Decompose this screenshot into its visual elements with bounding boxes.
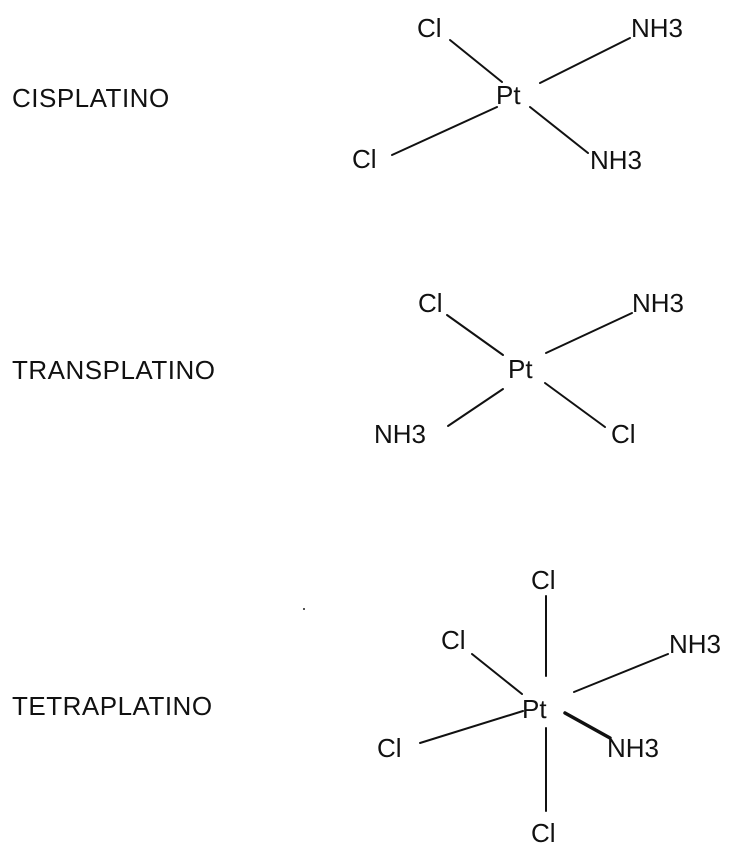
bond-pt-nh3-upper-right — [573, 653, 669, 693]
bond-pt-cl-lower — [391, 106, 498, 156]
atom-nh3-upper: NH3 — [631, 13, 683, 43]
atom-nh3-upper-right: NH3 — [669, 629, 721, 659]
atom-cl-upper-left: Cl — [441, 625, 466, 655]
atom-nh3-lower: NH3 — [590, 145, 642, 175]
atom-cl-top: Cl — [531, 565, 556, 595]
compound-name-transplatino: TRANSPLATINO — [12, 355, 215, 385]
bond-pt-nh3-upper — [539, 37, 631, 84]
atom-cl-upper: Cl — [418, 288, 443, 318]
scan-speck — [303, 608, 305, 610]
bond-pt-nh3-upper — [545, 312, 633, 354]
bond-pt-nh3-lower — [529, 106, 589, 154]
bond-pt-cl-lower-left — [419, 710, 524, 744]
atom-cl-lower-left: Cl — [377, 733, 402, 763]
transplatino-group: TRANSPLATINO Cl NH3 Pt NH3 Cl — [12, 288, 684, 449]
bond-pt-cl-upper — [446, 314, 504, 356]
compound-name-tetraplatino: TETRAPLATINO — [12, 691, 213, 721]
atom-cl-bottom: Cl — [531, 818, 556, 848]
atom-pt-center: Pt — [522, 694, 547, 724]
atom-nh3-upper: NH3 — [632, 288, 684, 318]
bond-pt-cl-upper-left — [471, 653, 523, 695]
bond-pt-cl-lower — [544, 382, 606, 428]
atom-nh3-lower: NH3 — [374, 419, 426, 449]
atom-cl-lower: Cl — [611, 419, 636, 449]
atom-pt-center: Pt — [508, 354, 533, 384]
bond-pt-cl-upper — [449, 39, 503, 83]
bond-pt-nh3-lower — [447, 388, 504, 427]
bond-pt-nh3-lower-right — [563, 711, 612, 740]
cisplatino-group: CISPLATINO Cl NH3 Pt Cl NH3 — [12, 13, 683, 175]
atom-cl-lower: Cl — [352, 144, 377, 174]
atom-cl-upper: Cl — [417, 13, 442, 43]
tetraplatino-group: TETRAPLATINO Cl Cl NH3 Pt Cl NH3 Cl — [12, 565, 721, 848]
atom-pt-center: Pt — [496, 80, 521, 110]
compound-name-cisplatino: CISPLATINO — [12, 83, 170, 113]
atom-nh3-lower-right: NH3 — [607, 733, 659, 763]
